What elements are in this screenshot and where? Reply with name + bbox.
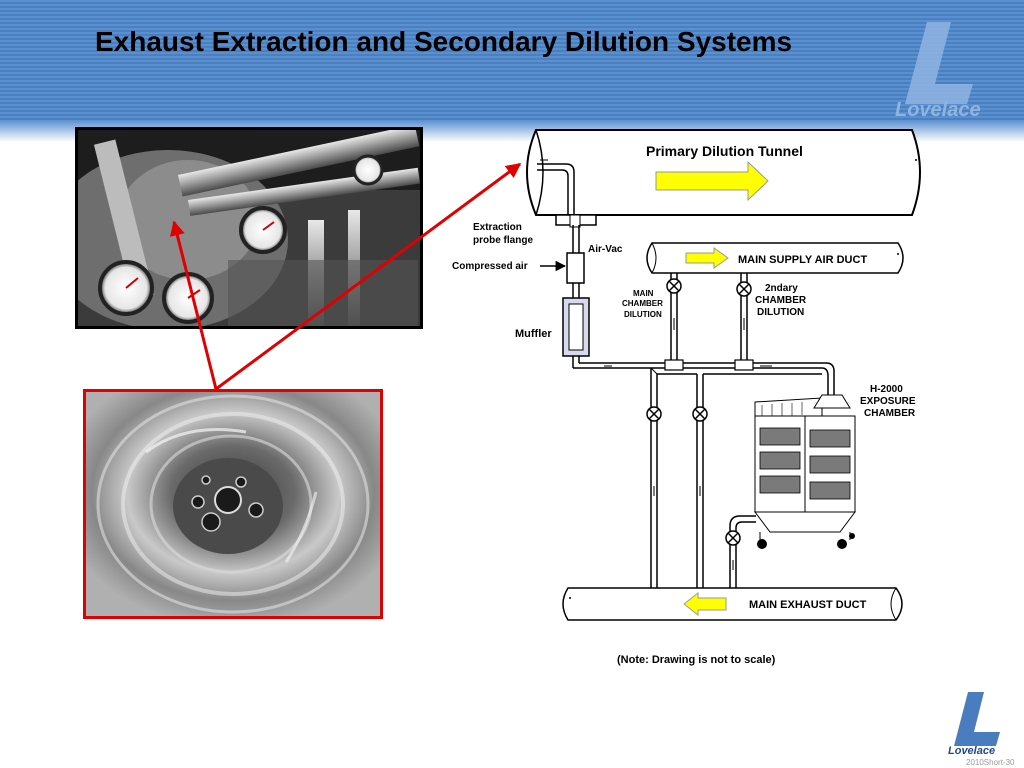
extraction-probe	[537, 159, 597, 228]
supply-duct-label: MAIN SUPPLY AIR DUCT	[738, 254, 867, 266]
chamber-label-3: CHAMBER	[864, 408, 916, 419]
valve-icon	[736, 281, 752, 297]
lovelace-logo: Lovelace	[948, 692, 1000, 756]
secondary-dilution-label-3: DILUTION	[757, 307, 804, 318]
valve-icon	[666, 278, 682, 294]
logo-text: Lovelace	[895, 99, 981, 120]
compressed-air-label: Compressed air	[452, 261, 528, 272]
main-dilution-label-3: DILUTION	[624, 310, 662, 319]
valve-icon	[725, 530, 741, 546]
chamber-label-2: EXPOSURE	[860, 396, 916, 407]
main-dilution-label-2: CHAMBER	[622, 299, 663, 308]
chamber-exhaust-line	[729, 515, 756, 588]
air-vac-unit	[566, 252, 585, 284]
flow-arrow-icon	[683, 591, 727, 617]
flow-arrow-icon	[685, 247, 729, 269]
chamber-label-1: H-2000	[870, 384, 903, 395]
slide-code: 2010Short-30	[966, 758, 1015, 767]
scale-note: (Note: Drawing is not to scale)	[617, 654, 776, 666]
header-banner	[0, 0, 1024, 140]
primary-dilution-tunnel: Primary Dilution Tunnel	[526, 129, 921, 216]
flow-arrow-icon	[655, 160, 769, 202]
probe-outlet-pipe	[562, 225, 826, 369]
exhaust-duct-label: MAIN EXHAUST DUCT	[749, 599, 867, 611]
valve-icon	[692, 406, 708, 422]
lovelace-logo: Lovelace	[895, 22, 981, 120]
exposure-chamber	[754, 394, 856, 549]
secondary-dilution-label-2: CHAMBER	[755, 295, 807, 306]
probe-interior-photo	[83, 389, 383, 619]
main-dilution-label-1: MAIN	[633, 289, 654, 298]
page-title: Exhaust Extraction and Secondary Dilutio…	[95, 26, 793, 57]
valve-icon	[646, 406, 662, 422]
chamber-inlet-line	[821, 362, 835, 395]
callout-arrows	[170, 162, 522, 391]
logo-text: Lovelace	[948, 745, 995, 756]
main-supply-air-duct: MAIN SUPPLY AIR DUCT	[646, 242, 904, 274]
main-exhaust-duct: MAIN EXHAUST DUCT	[562, 587, 903, 621]
extraction-label-line1: Extraction	[473, 222, 522, 233]
exhaust-photo	[75, 127, 423, 329]
muffler-label: Muffler	[515, 328, 552, 340]
extraction-label-line2: probe flange	[473, 235, 533, 246]
secondary-dilution-label-1: 2ndary	[765, 283, 798, 294]
airvac-label: Air-Vac	[588, 244, 623, 255]
primary-tunnel-label: Primary Dilution Tunnel	[646, 143, 803, 159]
